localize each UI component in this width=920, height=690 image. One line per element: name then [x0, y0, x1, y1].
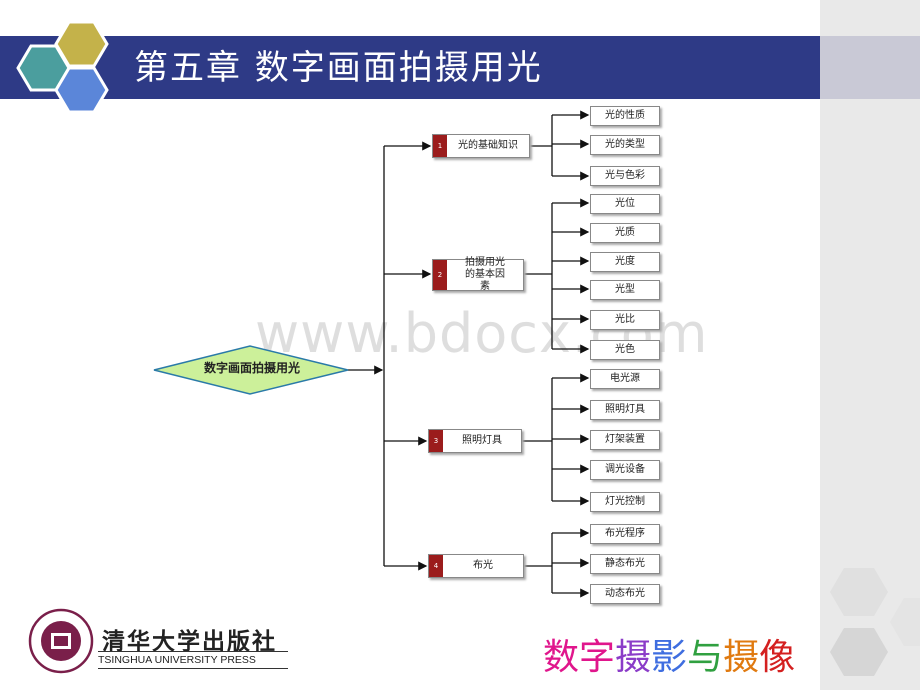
category-number-badge: 2	[433, 260, 447, 290]
category-label: 光的基础知识	[458, 140, 518, 151]
leaf-node: 动态布光	[590, 584, 660, 604]
category-label: 照明灯具	[462, 435, 502, 446]
category-node-4: 4 布光	[428, 554, 524, 578]
slogan-char: 字	[579, 637, 616, 678]
category-label: 布光	[473, 560, 493, 571]
publisher-name-cn: 清华大学出版社	[102, 628, 277, 655]
publisher-seal-icon	[28, 608, 94, 674]
slogan-char: 影	[651, 637, 688, 678]
leaf-node: 光的性质	[590, 106, 660, 126]
page-title: 第五章 数字画面拍摄用光	[134, 48, 543, 88]
leaf-node: 静态布光	[590, 554, 660, 574]
slogan-char: 摄	[723, 637, 760, 678]
header-bar	[0, 36, 820, 99]
publisher-divider	[98, 651, 288, 652]
slogan-char: 像	[759, 637, 796, 678]
category-node-1: 1 光的基础知识	[432, 134, 530, 158]
publisher-divider	[98, 668, 288, 669]
leaf-node: 光的类型	[590, 135, 660, 155]
leaf-node: 光比	[590, 310, 660, 330]
leaf-node: 光度	[590, 252, 660, 272]
gold-hexagon-icon	[54, 20, 109, 68]
leaf-node: 布光程序	[590, 524, 660, 544]
leaf-node: 光位	[590, 194, 660, 214]
leaf-node: 光色	[590, 340, 660, 360]
slogan-char: 摄	[615, 637, 652, 678]
category-number-badge: 3	[429, 430, 443, 452]
category-node-2: 2 拍摄用光的基本因素	[432, 257, 524, 292]
leaf-node: 调光设备	[590, 460, 660, 480]
root-diamond-shape	[153, 345, 349, 395]
root-node-label: 数字画面拍摄用光	[203, 361, 300, 375]
leaf-node: 灯架装置	[590, 430, 660, 450]
blue-hexagon-icon	[54, 66, 109, 114]
category-label: 拍摄用光的基本因素	[465, 257, 505, 292]
slogan-char: 数	[543, 637, 580, 678]
category-node-3: 3 照明灯具	[428, 429, 522, 453]
leaf-node: 光与色彩	[590, 166, 660, 186]
decorative-hexagons-icon	[830, 568, 920, 676]
slogan-text: 数字摄影与摄像	[543, 628, 795, 678]
hexagon-logo-icon	[16, 20, 109, 114]
leaf-node: 照明灯具	[590, 400, 660, 420]
publisher-name-en: TSINGHUA UNIVERSITY PRESS	[98, 654, 256, 666]
header-bar-extension	[820, 36, 920, 99]
leaf-node: 光型	[590, 280, 660, 300]
leaf-node: 光质	[590, 223, 660, 243]
category-number-badge: 4	[429, 555, 443, 577]
slogan-char: 与	[687, 637, 724, 678]
category-number-badge: 1	[433, 135, 447, 157]
leaf-node: 电光源	[590, 369, 660, 389]
leaf-node: 灯光控制	[590, 492, 660, 512]
